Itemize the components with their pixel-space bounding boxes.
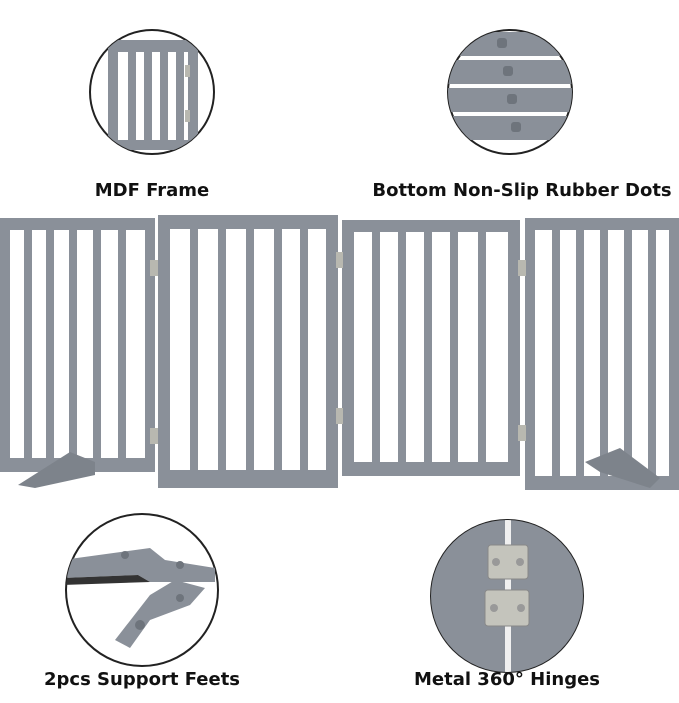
fence-hinges <box>150 252 526 444</box>
feature-label-mdf-frame: MDF Frame <box>94 180 210 201</box>
fence-panel-1 <box>0 218 155 488</box>
fence-panel-4 <box>525 218 679 490</box>
hinge-closeup <box>430 519 584 673</box>
fence-panel-3 <box>342 220 520 476</box>
support-foot-left <box>18 452 95 488</box>
feature-label-rubber-dots: Bottom Non-Slip Rubber Dots <box>372 180 672 201</box>
folding-fence <box>0 215 679 490</box>
fence-panel-2 <box>158 215 338 488</box>
mdf-frame-closeup <box>89 29 215 155</box>
rubber-dots-closeup <box>447 29 573 155</box>
feature-label-support-feet: 2pcs Support Feets <box>43 669 241 690</box>
support-foot-right <box>585 448 660 488</box>
feature-label-hinges: Metal 360° Hinges <box>413 669 601 690</box>
support-feet-closeup <box>65 513 219 667</box>
